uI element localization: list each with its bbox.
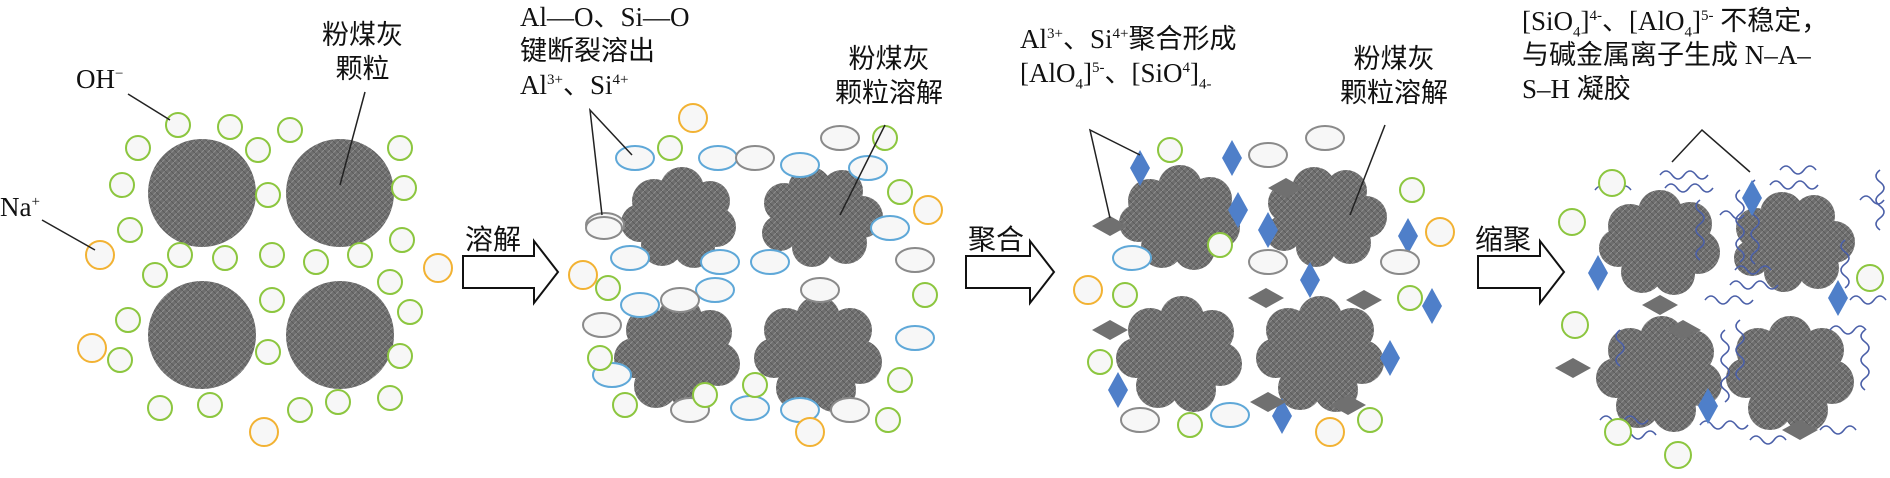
sio4-a: 、[SiO xyxy=(1104,58,1183,88)
ion-al-charge: 3+ xyxy=(547,72,563,88)
particle-cloud xyxy=(614,296,740,412)
stage3-particle-label: 粉煤灰 颗粒溶解 xyxy=(1340,42,1448,110)
stage4-group xyxy=(1555,128,1887,469)
particle-label-line1: 粉煤灰 xyxy=(322,20,403,50)
stage4-gel-label: [SiO4]4-、[AlO4]5- 不稳定， 与碱金属离子生成 N–A– S–H… xyxy=(1522,4,1828,106)
gel-line1: [SiO4]4-、[AlO4]5- 不稳定， xyxy=(1522,4,1829,41)
ion-ellipse-dissolved xyxy=(585,216,623,240)
gel-line3: S–H 凝胶 xyxy=(1522,74,1631,104)
oh-ion-group xyxy=(1558,169,1884,469)
na-charge: + xyxy=(31,194,40,210)
poly-al: Al xyxy=(1020,24,1047,54)
particle-leader-line xyxy=(339,91,366,186)
particle-cloud xyxy=(1116,296,1242,412)
na-ion-group xyxy=(568,103,943,447)
gel-d: ] xyxy=(1692,6,1702,36)
gel-a: [SiO xyxy=(1522,6,1574,36)
gray-ion-ellipses xyxy=(582,125,935,423)
poly-si: 、Si xyxy=(1062,24,1113,54)
poly-tail: 聚合形成 xyxy=(1128,24,1237,54)
stage2-particle-label: 粉煤灰 颗粒溶解 xyxy=(835,42,943,110)
ion-ellipses xyxy=(1112,125,1420,433)
alo4-b: ] xyxy=(1083,58,1092,88)
particle-cloud xyxy=(762,167,883,267)
fly-ash-particle xyxy=(148,139,256,247)
gel-c: 、[AlO xyxy=(1602,6,1685,36)
stage1-particle-label: 粉煤灰 颗粒 xyxy=(322,18,403,86)
gel-b-charge: 4- xyxy=(1589,8,1603,24)
alo4-charge: 5- xyxy=(1092,60,1105,76)
ions-line: Al3+、Si4+ xyxy=(520,68,690,102)
na-ion-group xyxy=(1073,217,1455,447)
bond-line1: Al—O、Si—O xyxy=(520,2,690,32)
gel-b: ] xyxy=(1580,6,1590,36)
na-ion-group xyxy=(77,240,453,447)
sio4-diamonds xyxy=(1555,295,1818,440)
alo4-diamonds xyxy=(1588,180,1848,424)
poly-si-charge: 4+ xyxy=(1112,26,1129,42)
poly-line1: Al3+、Si4+聚合形成 xyxy=(1020,22,1236,56)
arrow1-label: 溶解 xyxy=(465,225,522,256)
stage1-group xyxy=(41,91,453,447)
oh-ion-group xyxy=(1087,137,1425,438)
particle-cloud xyxy=(1726,316,1854,432)
particle-label-line2: 颗粒 xyxy=(335,54,390,84)
blue-ion-ellipses xyxy=(592,145,935,423)
arrow-polymerize xyxy=(965,238,1056,306)
oh-text: OH xyxy=(76,64,115,94)
sio4-charge: 4- xyxy=(1199,76,1212,93)
ions-leader-lines xyxy=(1088,128,1141,219)
particle-label-line2: 颗粒溶解 xyxy=(1340,78,1448,108)
fly-ash-particle xyxy=(286,281,394,389)
particle-label-line2: 颗粒溶解 xyxy=(835,78,943,108)
alo4-diamonds xyxy=(1108,140,1442,434)
oh-charge: − xyxy=(115,66,124,82)
na-text: Na xyxy=(0,192,32,222)
particle-leader-line xyxy=(839,124,886,216)
oh-leader-line xyxy=(127,93,171,121)
arrow3-label: 缩聚 xyxy=(1475,225,1532,256)
bond-line2: 键断裂溶出 xyxy=(520,36,655,66)
particle-cloud xyxy=(1256,296,1384,412)
oh-label: OH− xyxy=(76,62,123,96)
particle-cloud xyxy=(754,296,882,412)
arrow-condense xyxy=(1477,238,1566,306)
particle-label-line1: 粉煤灰 xyxy=(1353,44,1435,74)
poly-al-charge: 3+ xyxy=(1047,26,1063,42)
alo4-sub: 4 xyxy=(1075,76,1084,93)
arrow-dissolve xyxy=(462,238,560,306)
particle-cloud xyxy=(1599,190,1720,295)
poly-line2: [AlO4]5-、[SiO4]4- xyxy=(1020,56,1236,93)
sio4-b: ] xyxy=(1190,58,1200,88)
oh-ion-group xyxy=(587,125,938,433)
gel-d-charge: 5- xyxy=(1701,8,1714,24)
particle-cloud xyxy=(1266,167,1387,267)
ions-leader-lines xyxy=(588,107,633,216)
ion-si-charge: 4+ xyxy=(612,72,629,88)
gel-a-sub: 4 xyxy=(1573,24,1581,41)
sio4-diamonds xyxy=(1092,178,1382,415)
stage2-group xyxy=(568,103,943,447)
stage3-group xyxy=(1073,124,1455,447)
oh-ion-group xyxy=(107,112,423,423)
stage2-bond-label: Al—O、Si—O 键断裂溶出 Al3+、Si4+ xyxy=(520,0,690,102)
ion-si: 、Si xyxy=(562,70,613,100)
fly-ash-particle xyxy=(148,281,256,389)
gel-line2: 与碱金属离子生成 N–A– xyxy=(1522,40,1811,70)
gel-leader-lines xyxy=(1671,128,1751,173)
gel-e: 不稳定， xyxy=(1713,6,1829,36)
arrow2-label: 聚合 xyxy=(968,225,1025,256)
stage3-poly-label: Al3+、Si4+聚合形成 [AlO4]5-、[SiO4]4- xyxy=(1020,22,1236,93)
alo4-a: [AlO xyxy=(1020,58,1076,88)
fly-ash-particle xyxy=(286,139,394,247)
ion-al: Al xyxy=(520,70,547,100)
particle-cloud xyxy=(1119,165,1240,270)
sio4-sup: 4 xyxy=(1182,60,1191,76)
gel-c-sub: 4 xyxy=(1684,24,1693,41)
na-leader-line xyxy=(41,219,96,251)
na-label: Na+ xyxy=(0,190,40,224)
particle-leader-line xyxy=(1349,124,1386,216)
particle-label-line1: 粉煤灰 xyxy=(848,44,930,74)
